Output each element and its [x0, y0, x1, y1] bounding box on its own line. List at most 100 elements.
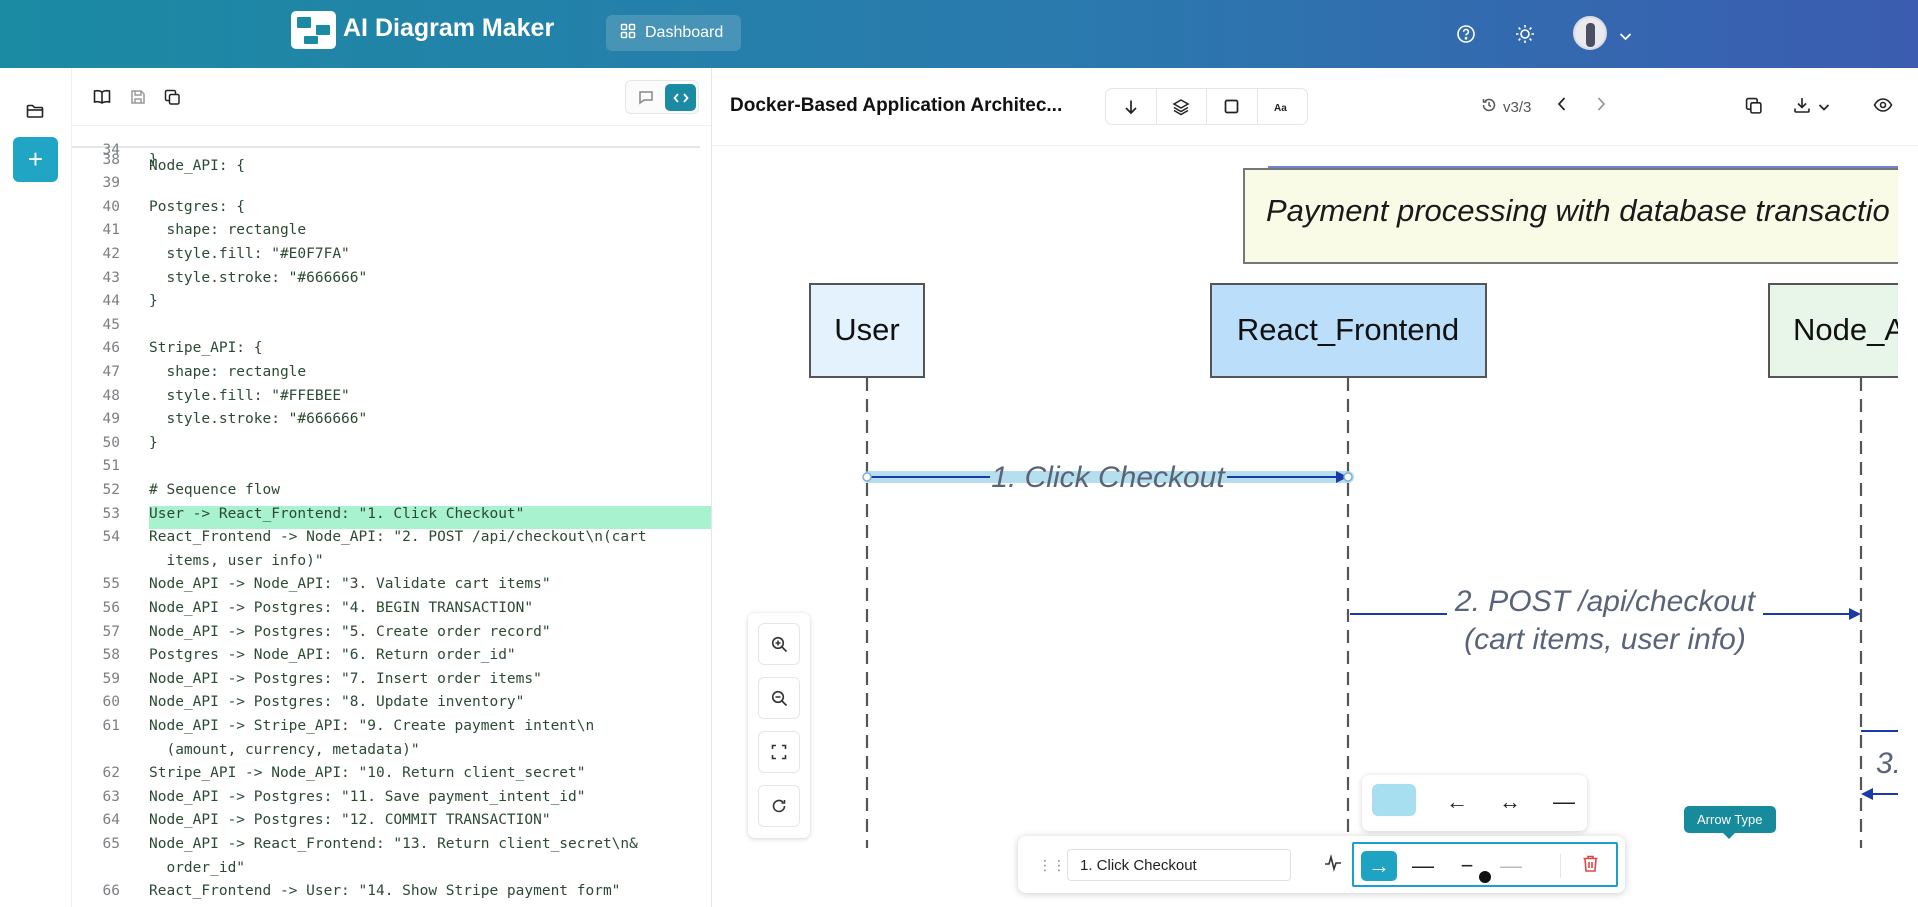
code-line[interactable]: 48 style.fill: "#FFEBEE"	[102, 387, 350, 404]
code-line[interactable]: 43 style.stroke: "#666666"	[102, 269, 368, 286]
copy-icon[interactable]	[160, 85, 184, 109]
actor-react-frontend[interactable]	[1210, 283, 1487, 378]
arrow-option-selected[interactable]	[1372, 784, 1416, 816]
code-line[interactable]: 45	[102, 316, 120, 333]
sticky-scope-line: 34 Node_API: {	[72, 126, 700, 174]
divider	[1560, 854, 1561, 878]
dashed-line-button[interactable]: —	[1500, 853, 1522, 878]
msg1-label: 1. Click Checkout	[991, 461, 1226, 494]
zoom-out-icon[interactable]	[758, 677, 800, 719]
edge-handle-start[interactable]	[862, 472, 872, 482]
code-line[interactable]: 34 Node_API: {	[102, 142, 246, 174]
diagram-logo-icon[interactable]	[291, 11, 336, 49]
thin-line-button[interactable]: −	[1460, 853, 1474, 878]
msg2-label-line1: 2. POST /api/checkout	[1454, 585, 1757, 618]
eye-icon[interactable]	[1873, 98, 1893, 117]
code-line[interactable]: 39	[102, 175, 120, 192]
chevron-down-icon[interactable]	[1818, 99, 1830, 117]
code-line[interactable]: 41 shape: rectangle	[102, 222, 307, 239]
code-line[interactable]: 42 style.fill: "#E0F7FA"	[102, 246, 350, 262]
fit-screen-icon[interactable]	[758, 731, 800, 773]
document-title[interactable]: Docker-Based Application Architec...	[730, 95, 1063, 116]
code-line[interactable]: (amount, currency, metadata)"	[149, 741, 420, 758]
actor-node-api[interactable]	[1768, 283, 1898, 378]
code-line[interactable]: 49 style.stroke: "#666666"	[102, 411, 368, 428]
msg2-arrowhead	[1849, 608, 1861, 620]
msg3-label: 3.	[1876, 747, 1898, 780]
trash-icon[interactable]	[1582, 854, 1599, 878]
history-icon[interactable]	[1481, 97, 1497, 117]
view-toggle	[625, 80, 699, 114]
code-editor-panel: 37 style.stroke: "#666666"38}3940Postgre…	[72, 68, 712, 907]
folder-icon[interactable]	[20, 96, 50, 126]
diagram-canvas-panel: Docker-Based Application Architec... Aa …	[712, 68, 1918, 907]
code-line[interactable]: 51	[102, 458, 120, 475]
arrow-right-button[interactable]: →	[1361, 851, 1397, 881]
dashboard-label: Dashboard	[645, 24, 724, 41]
msg1-arrowhead	[1336, 471, 1348, 483]
duplicate-icon[interactable]	[1745, 97, 1763, 120]
code-line[interactable]: 52# Sequence flow	[102, 482, 280, 498]
reset-icon[interactable]	[758, 785, 800, 827]
code-line[interactable]: order_id"	[149, 859, 246, 876]
code-line[interactable]: 50}	[102, 434, 158, 451]
book-icon[interactable]	[90, 85, 114, 109]
actor-user[interactable]	[809, 283, 925, 378]
code-line[interactable]: 38}	[102, 151, 158, 168]
square-icon[interactable]	[1207, 89, 1258, 124]
plus-icon[interactable]: +	[13, 137, 58, 182]
diagram-viewport: Payment processing with database transac…	[730, 165, 1898, 848]
dashboard-button[interactable]: Dashboard	[606, 15, 741, 51]
edge-label-input[interactable]	[1067, 849, 1291, 881]
download-icon[interactable]	[1793, 96, 1811, 119]
code-icon[interactable]	[665, 84, 696, 111]
sequence-diagram: Payment processing with database transac…	[809, 166, 1898, 848]
editor-toolbar	[72, 68, 711, 126]
solid-line-button[interactable]: —	[1412, 853, 1434, 878]
svg-text:Aa: Aa	[1274, 103, 1287, 113]
line-style-icon[interactable]	[1324, 853, 1342, 877]
chevron-right-icon[interactable]	[1596, 96, 1606, 117]
sun-icon[interactable]	[1514, 23, 1536, 50]
code-line[interactable]: items, user info)"	[149, 552, 324, 569]
layers-icon[interactable]	[1157, 89, 1207, 124]
zoom-in-icon[interactable]	[758, 623, 800, 665]
chat-icon[interactable]	[634, 86, 658, 108]
note-box[interactable]	[1243, 168, 1898, 264]
arrow-down-icon[interactable]	[1106, 89, 1157, 124]
chevron-down-icon[interactable]	[1619, 28, 1632, 46]
edge-handle-end[interactable]	[1343, 472, 1353, 482]
help-circle-icon[interactable]	[1456, 24, 1476, 49]
arrow-left-option[interactable]: ←	[1446, 789, 1468, 814]
code-line[interactable]: 44}	[102, 293, 158, 310]
arrow-type-group: Arrow Type → — − —	[1352, 806, 1776, 887]
save-icon[interactable]	[126, 85, 150, 109]
font-size-icon[interactable]: Aa	[1258, 89, 1308, 124]
chevron-left-icon[interactable]	[1557, 96, 1567, 117]
arrow-both-option[interactable]: ↔	[1499, 789, 1521, 814]
version-indicator: v3/3	[1481, 97, 1531, 117]
drag-handle-icon[interactable]: ⋮⋮	[1038, 857, 1066, 873]
top-bar: AI Diagram Maker Dashboard	[0, 0, 1918, 68]
avatar[interactable]	[1573, 16, 1607, 50]
arrow-none-option[interactable]: —	[1553, 789, 1575, 814]
diagram-drawing[interactable]: Payment processing with database transac…	[730, 165, 1898, 848]
code-line[interactable]: 47 shape: rectangle	[102, 364, 307, 380]
app-name[interactable]: AI Diagram Maker	[343, 14, 555, 42]
